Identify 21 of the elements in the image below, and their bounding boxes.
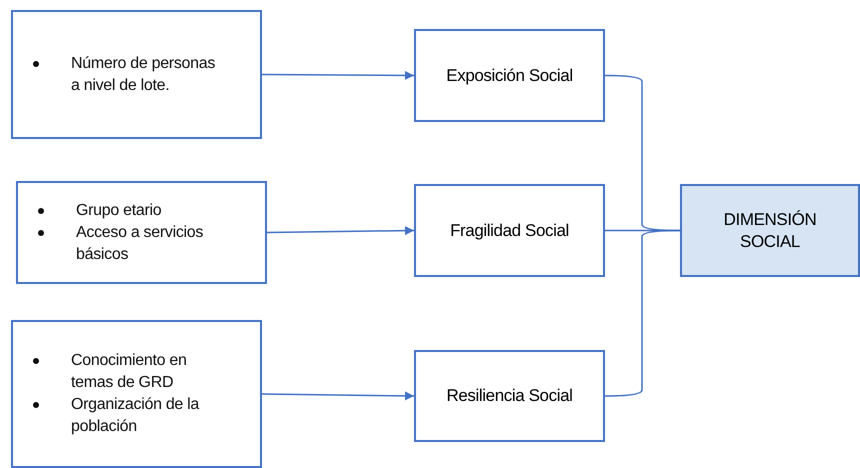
arrow: [267, 226, 414, 236]
text-box: [11, 10, 262, 139]
box-title: Fragilidad Social: [450, 220, 569, 242]
arrow: [262, 70, 414, 80]
text-box: [11, 320, 262, 468]
bullet-item: Número de personas a nivel de lote.: [71, 54, 216, 96]
process-box: [414, 350, 605, 442]
process-box: [414, 184, 605, 277]
text-box: [16, 181, 267, 284]
bullet-item: Organización de la población: [71, 395, 200, 437]
bullet-item: Grupo etario: [76, 200, 162, 220]
box-title: DIMENSIÓN SOCIAL: [722, 208, 818, 252]
arrow: [262, 391, 414, 400]
connector-line: [605, 74, 680, 232]
connector-line: [605, 230, 680, 397]
process-box: [680, 184, 860, 277]
box-title: Resiliencia Social: [446, 385, 573, 407]
bullet-item: Acceso a servicios básicos: [76, 222, 204, 264]
box-title: Exposición Social: [446, 64, 573, 86]
process-box: [414, 29, 605, 122]
bullet-item: Conocimiento en temas de GRD: [71, 351, 188, 393]
